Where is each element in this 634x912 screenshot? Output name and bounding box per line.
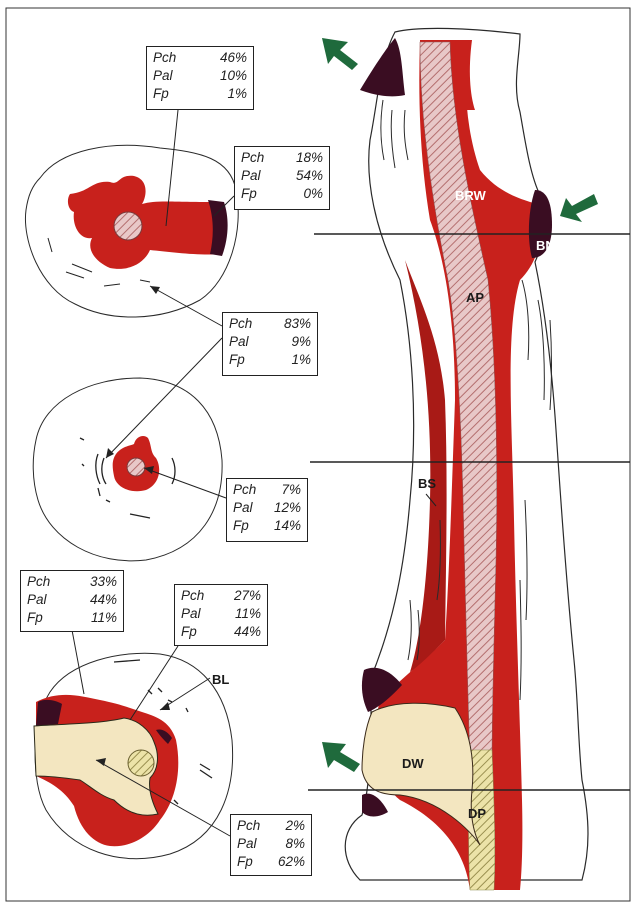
label-dp: DP — [468, 806, 486, 821]
box6-key-pal: Pal — [181, 605, 201, 623]
label-bs: BS — [418, 476, 436, 491]
box4-row-fp: Fp 14% — [233, 517, 301, 535]
box1-key-pch: Pch — [153, 49, 176, 67]
box5-val-pch: 33% — [90, 573, 117, 591]
box6-val-fp: 44% — [234, 623, 261, 641]
box1-key-fp: Fp — [153, 85, 169, 103]
box3-key-pch: Pch — [229, 315, 252, 333]
data-box-1: Pch 46% Pal 10% Fp 1% — [146, 46, 254, 110]
cross-section-bottom-pith — [128, 750, 154, 776]
box2-val-fp: 0% — [303, 185, 323, 203]
box6-key-pch: Pch — [181, 587, 204, 605]
box5-val-fp: 11% — [91, 609, 117, 627]
box5-row-pch: Pch 33% — [27, 573, 117, 591]
box2-val-pal: 54% — [296, 167, 323, 185]
box3-row-pal: Pal 9% — [229, 333, 311, 351]
box5-row-pal: Pal 44% — [27, 591, 117, 609]
box1-val-fp: 1% — [227, 85, 247, 103]
box6-val-pch: 27% — [234, 587, 261, 605]
box2-val-pch: 18% — [296, 149, 323, 167]
box5-key-fp: Fp — [27, 609, 43, 627]
box7-row-pch: Pch 2% — [237, 817, 305, 835]
box7-row-fp: Fp 62% — [237, 853, 305, 871]
cross-section-top-pith — [114, 212, 142, 240]
label-bn: BN — [536, 238, 555, 253]
box7-val-fp: 62% — [278, 853, 305, 871]
data-box-7: Pch 2% Pal 8% Fp 62% — [230, 814, 312, 876]
box3-key-pal: Pal — [229, 333, 249, 351]
data-box-2: Pch 18% Pal 54% Fp 0% — [234, 146, 330, 210]
cross-section-bottom-dark-left — [36, 700, 62, 726]
arrow-dw-icon — [322, 742, 360, 772]
box1-row-pal: Pal 10% — [153, 67, 247, 85]
box3-row-pch: Pch 83% — [229, 315, 311, 333]
box2-key-pal: Pal — [241, 167, 261, 185]
box3-key-fp: Fp — [229, 351, 245, 369]
box1-row-fp: Fp 1% — [153, 85, 247, 103]
box2-row-fp: Fp 0% — [241, 185, 323, 203]
cross-section-middle — [33, 378, 222, 561]
box1-key-pal: Pal — [153, 67, 173, 85]
longitudinal-section: BRW BN AP BS DW DP — [308, 28, 630, 890]
box5-val-pal: 44% — [90, 591, 117, 609]
box4-key-pal: Pal — [233, 499, 253, 517]
box3-val-pal: 9% — [291, 333, 311, 351]
box7-val-pch: 2% — [285, 817, 305, 835]
box4-val-pal: 12% — [274, 499, 301, 517]
box2-key-fp: Fp — [241, 185, 257, 203]
label-ap: AP — [466, 290, 484, 305]
cross-section-top — [25, 145, 238, 317]
box4-row-pch: Pch 7% — [233, 481, 301, 499]
box6-row-fp: Fp 44% — [181, 623, 261, 641]
top-nodule — [360, 38, 405, 96]
data-box-3: Pch 83% Pal 9% Fp 1% — [222, 312, 318, 376]
box4-key-pch: Pch — [233, 481, 256, 499]
box2-row-pal: Pal 54% — [241, 167, 323, 185]
box7-key-fp: Fp — [237, 853, 253, 871]
label-brw: BRW — [455, 188, 487, 203]
label-bl: BL — [212, 672, 229, 687]
cross-section-bottom: BL — [34, 653, 233, 858]
box5-key-pal: Pal — [27, 591, 47, 609]
box2-row-pch: Pch 18% — [241, 149, 323, 167]
box6-val-pal: 11% — [235, 605, 261, 623]
arrow-bn-icon — [560, 194, 598, 222]
box5-key-pch: Pch — [27, 573, 50, 591]
box2-key-pch: Pch — [241, 149, 264, 167]
arrow-top-left-icon — [322, 38, 358, 70]
box4-val-pch: 7% — [281, 481, 301, 499]
label-dw: DW — [402, 756, 424, 771]
box7-val-pal: 8% — [285, 835, 305, 853]
box6-row-pch: Pch 27% — [181, 587, 261, 605]
box7-row-pal: Pal 8% — [237, 835, 305, 853]
box6-key-fp: Fp — [181, 623, 197, 641]
box4-val-fp: 14% — [274, 517, 301, 535]
cross-section-middle-pith — [127, 458, 145, 476]
data-box-5: Pch 33% Pal 44% Fp 11% — [20, 570, 124, 632]
box3-row-fp: Fp 1% — [229, 351, 311, 369]
box3-val-fp: 1% — [291, 351, 311, 369]
data-box-4: Pch 7% Pal 12% Fp 14% — [226, 478, 308, 542]
box7-key-pal: Pal — [237, 835, 257, 853]
box5-row-fp: Fp 11% — [27, 609, 117, 627]
box4-row-pal: Pal 12% — [233, 499, 301, 517]
data-box-6: Pch 27% Pal 11% Fp 44% — [174, 584, 268, 646]
box1-val-pal: 10% — [220, 67, 247, 85]
box1-val-pch: 46% — [220, 49, 247, 67]
box3-val-pch: 83% — [284, 315, 311, 333]
box7-key-pch: Pch — [237, 817, 260, 835]
box1-row-pch: Pch 46% — [153, 49, 247, 67]
box4-key-fp: Fp — [233, 517, 249, 535]
box6-row-pal: Pal 11% — [181, 605, 261, 623]
